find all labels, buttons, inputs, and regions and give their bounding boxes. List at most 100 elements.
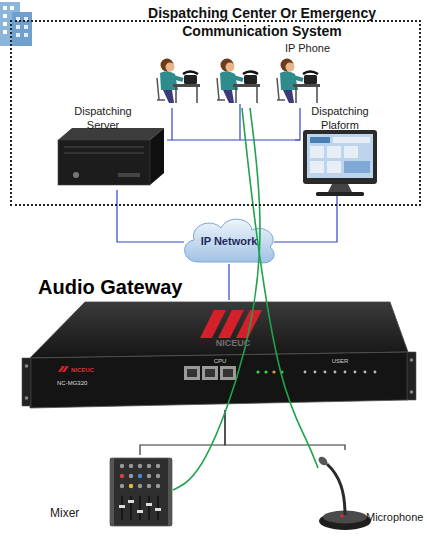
mixer-illustration [147,464,151,468]
building-icon [12,12,32,46]
mixer-illustration [110,458,114,526]
operator-figures [217,59,260,104]
monitor-illustration [310,161,324,173]
mixer-illustration [156,474,160,478]
monitor-illustration [307,134,373,178]
mixer-illustration [110,458,172,526]
audio-link [173,108,260,490]
mixer-illustration [120,484,124,488]
gateway-device [30,302,408,358]
gateway-box: Audio Gateway [28,300,410,410]
monitor-illustration [310,137,330,143]
mixer-illustration [129,484,133,488]
gateway-device [410,390,414,394]
mixer-illustration [147,474,151,478]
gateway-device [354,371,357,374]
monitor-illustration [303,130,377,184]
brand-logo-text: NICEUC [200,339,266,349]
gateway-device [220,366,236,380]
mixer-illustration [168,458,172,526]
mixer-illustration [120,464,124,468]
mixer-illustration [146,503,152,506]
monitor-illustration [316,192,364,196]
server-illustration [58,128,164,185]
mixer-illustration [120,474,124,478]
microphone-illustration [327,464,345,515]
microphone-illustration [317,455,329,467]
gateway-device [25,396,29,400]
gateway-device [205,369,215,377]
building-icon [3,30,7,34]
group-heading: Dispatching Center Or Emergency Communic… [112,5,412,40]
monitor-illustration [327,161,341,173]
dashed-group-box: Dispatching Center Or Emergency Communic… [10,20,421,206]
network-wire [228,264,229,300]
mixer-illustration [138,484,142,488]
gateway-device [22,358,31,406]
monitor-illustration [328,184,352,192]
operator-figures [277,59,320,104]
building-icon [24,25,28,29]
mixer-illustration [110,458,172,526]
network-wire [274,196,337,242]
mixer-illustration [129,464,133,468]
building-icon [16,25,20,29]
node-label: Mixer [50,506,110,521]
server-box: Dispatching Server [55,105,167,190]
gateway-device [62,366,69,372]
gateway-device [187,369,197,377]
mixer-illustration [129,474,133,478]
network-wire [295,108,300,140]
node-label: Dispatching Server [61,105,145,133]
gateway-device [256,370,259,373]
phone-bus-wires [172,139,300,140]
mixer-illustration [156,464,160,468]
building-icon [24,33,28,37]
building-icon [3,6,7,10]
monitor-illustration [333,137,370,143]
server-illustration [150,128,164,185]
server-illustration [64,152,144,154]
operator-figures [157,59,200,104]
brand-small-text: NICEUC [71,367,111,374]
monitor-illustration [344,146,358,158]
mixer-illustration [147,484,151,488]
gateway-device [264,370,267,373]
gateway-device [407,352,416,400]
mixer-illustration [138,474,142,478]
monitor-illustration [310,146,324,158]
server-illustration [73,172,79,178]
mixer-illustration [137,510,143,513]
audio-cable [140,410,225,455]
gateway-device [410,358,414,362]
microphone-illustration [317,455,371,530]
monitor-illustration [344,161,370,173]
gateway-device [272,370,275,373]
platform-box: Dispatching Plaform [295,105,385,196]
gateway-device [364,371,367,374]
building-icon [10,6,14,10]
node-label: Audio Gateway [38,275,238,300]
monitor-illustration [327,146,341,158]
building-icon [3,14,7,18]
microphone-box: Microphone [318,450,427,535]
phone-bus-wires [239,104,240,140]
model-number: NC-MG320 [57,380,117,387]
node-label: Microphone [366,511,427,525]
mixer-illustration [119,505,125,508]
microphone-illustration [340,514,344,518]
server-illustration [64,146,144,148]
network-wire [117,190,184,242]
gateway-device [314,371,317,374]
building-icon [3,22,7,26]
node-label: Dispatching Plaform [298,105,382,133]
port-label: CPU [195,358,245,365]
mixer-box: Mixer [45,455,173,527]
gateway-device [334,371,337,374]
gateway-device [304,371,307,374]
gateway-device [324,371,327,374]
monitor-illustration [303,130,377,196]
